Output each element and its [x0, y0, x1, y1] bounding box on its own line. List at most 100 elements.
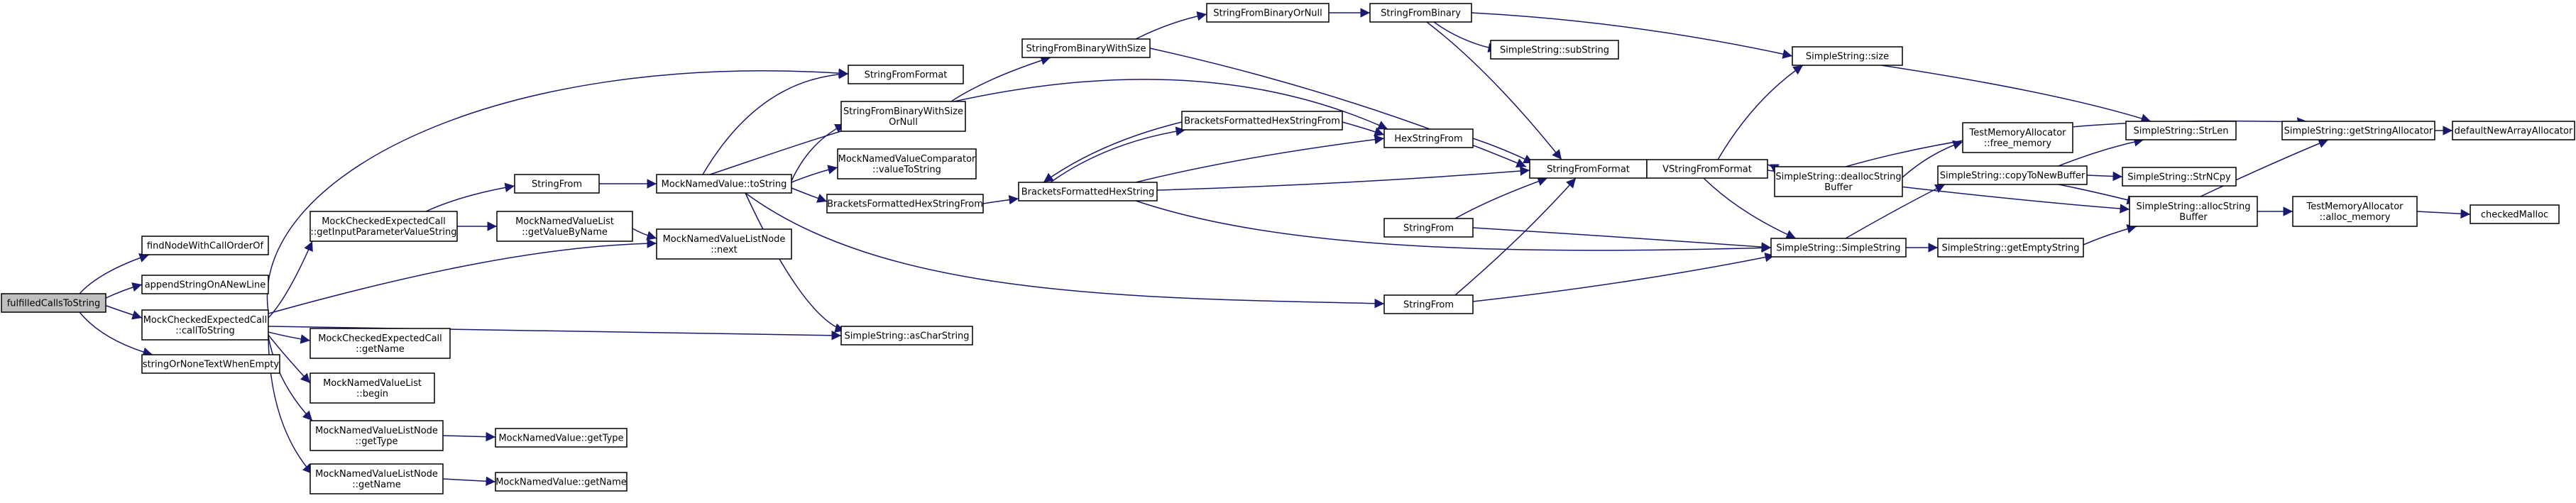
call-edge-n0-to-n4 [79, 311, 153, 357]
call-edge-line [1156, 166, 1530, 191]
function-node[interactable]: SimpleString::copyToNewBuffer [1937, 165, 2088, 185]
function-node[interactable]: MockCheckedExpectedCall::getName [309, 328, 451, 359]
function-node[interactable]: StringFrom [1383, 294, 1474, 314]
function-node[interactable]: StringFromBinaryOrNull [1206, 3, 1330, 23]
function-node-label: checkedMalloc [2481, 210, 2548, 221]
function-node-label: defaultNewArrayAllocator [2455, 126, 2573, 137]
function-node-box [826, 194, 984, 214]
function-node[interactable]: SimpleString::SimpleString [1770, 238, 1907, 258]
call-edge-line [2416, 209, 2471, 219]
call-edge-n15-to-n19 [791, 187, 828, 203]
function-node-box [1646, 159, 1768, 179]
call-edge-line [1135, 134, 1385, 183]
function-node[interactable]: MockNamedValueList::getValueByName [496, 211, 633, 242]
call-edge-line [104, 282, 143, 299]
function-node[interactable]: MockNamedValueListNode::next [656, 228, 792, 260]
function-node[interactable]: MockNamedValue::getName [495, 472, 627, 492]
call-edge-n8-to-n13 [442, 431, 496, 442]
call-edge-line [268, 334, 311, 384]
call-edge-n3-to-n5 [268, 241, 313, 319]
function-node[interactable]: SimpleString::StrLen [2125, 121, 2237, 140]
function-node-box [141, 275, 269, 294]
function-node-label: SimpleString::copyToNewBuffer [1940, 171, 2086, 182]
function-node[interactable]: MockCheckedExpectedCall::callToString [141, 309, 269, 341]
function-node[interactable]: StringFrom [514, 174, 600, 194]
function-node[interactable]: checkedMalloc [2470, 204, 2560, 224]
function-node[interactable]: SimpleString::StrNCpy [2122, 167, 2237, 187]
function-node[interactable]: MockCheckedExpectedCall::getInputParamet… [309, 211, 458, 242]
function-node[interactable]: MockNamedValueComparator::valueToString [837, 148, 977, 179]
function-node[interactable]: defaultNewArrayAllocator [2452, 121, 2575, 140]
function-node[interactable]: SimpleString::subString [1490, 40, 1619, 60]
function-node-box [1490, 40, 1619, 60]
call-edge-line [1454, 177, 1577, 296]
function-node-label: ::getType [356, 436, 398, 447]
function-node[interactable]: MockNamedValueListNode::getName [309, 463, 444, 494]
function-node-label: StringFromBinaryWithSize [843, 106, 963, 117]
function-node[interactable]: SimpleString::getEmptyString [1937, 238, 2084, 258]
call-edge-line [104, 304, 143, 320]
call-edge-n3-to-n12 [268, 238, 657, 314]
call-edge-n27-to-n30 [1426, 21, 1562, 160]
call-edge-n0-to-n1 [79, 253, 150, 294]
call-edge-n22-to-n28 [1135, 134, 1385, 183]
function-node[interactable]: MockNamedValue::toString [656, 174, 792, 194]
call-edge-line [2083, 224, 2137, 245]
function-node[interactable]: BracketsFormattedHexStringFrom [826, 194, 984, 214]
function-node-label: StringFrom [1403, 300, 1454, 311]
function-node-box [1962, 122, 2073, 153]
function-node[interactable]: SimpleString::size [1792, 46, 1903, 66]
call-edge-line [1845, 184, 1946, 239]
function-node-label: StringFromBinaryWithSize [1026, 44, 1146, 55]
function-node[interactable]: MockNamedValueListNode::getType [309, 420, 444, 451]
call-edge-line [982, 194, 1019, 205]
function-node-box [2129, 196, 2258, 227]
call-edge-line [791, 165, 838, 183]
function-node-label: ::getName [356, 344, 404, 355]
function-node[interactable]: MockNamedValue::getType [495, 428, 627, 448]
function-node-box [496, 211, 633, 242]
call-edge-line [2058, 137, 2144, 167]
function-node[interactable]: appendStringOnANewLine [141, 275, 269, 294]
function-node[interactable]: StringFrom [1383, 218, 1474, 238]
call-edge-n3-to-n6 [268, 331, 311, 344]
function-node-box [1018, 182, 1158, 201]
function-node[interactable]: StringFromFormat [1529, 159, 1648, 179]
function-node[interactable]: StringFromBinary [1369, 3, 1472, 23]
function-node[interactable]: BracketsFormattedHexStringFrom [1181, 111, 1343, 131]
function-node[interactable]: SimpleString::getStringAllocator [2281, 121, 2435, 140]
function-node[interactable]: MockNamedValueList::begin [309, 372, 435, 404]
function-node[interactable]: BracketsFormattedHexString [1018, 182, 1158, 201]
function-node-label: HexStringFrom [1394, 134, 1462, 145]
call-edge-line [1703, 177, 1797, 239]
function-node-box [840, 101, 966, 132]
call-edge-line [1472, 138, 1534, 164]
function-node-label: MockNamedValueList [515, 216, 614, 227]
function-node[interactable]: HexStringFrom [1383, 128, 1474, 148]
function-node-box [1937, 238, 2084, 258]
function-node[interactable]: stringOrNoneTextWhenEmpty [141, 354, 280, 374]
function-node-box [1206, 3, 1330, 23]
function-node[interactable]: SimpleString::asCharString [840, 326, 973, 346]
call-edge-line [745, 192, 1385, 309]
call-edge-line [1880, 65, 2152, 123]
function-node[interactable]: VStringFromFormat [1646, 159, 1768, 179]
call-edge-n19-to-n22 [982, 194, 1019, 205]
call-edge-line [1426, 21, 1562, 160]
function-node[interactable]: StringFromBinaryWithSize [1021, 38, 1151, 58]
function-node-label: Buffer [1824, 182, 1853, 193]
function-node-label: OrNull [889, 117, 918, 128]
function-node-label: findNodeWithCallOrderOf [147, 241, 264, 252]
function-node[interactable]: StringFromFormat [848, 65, 964, 84]
function-node-label: MockNamedValueListNode [663, 234, 786, 245]
function-node[interactable]: TestMemoryAllocator::alloc_memory [2292, 196, 2418, 227]
function-node[interactable]: TestMemoryAllocator::free_memory [1962, 122, 2073, 153]
node-layer: fulfilledCallsToStringfindNodeWithCallOr… [1, 3, 2575, 494]
function-node[interactable]: findNodeWithCallOrderOf [141, 236, 269, 255]
call-edge-line [1135, 200, 1772, 253]
